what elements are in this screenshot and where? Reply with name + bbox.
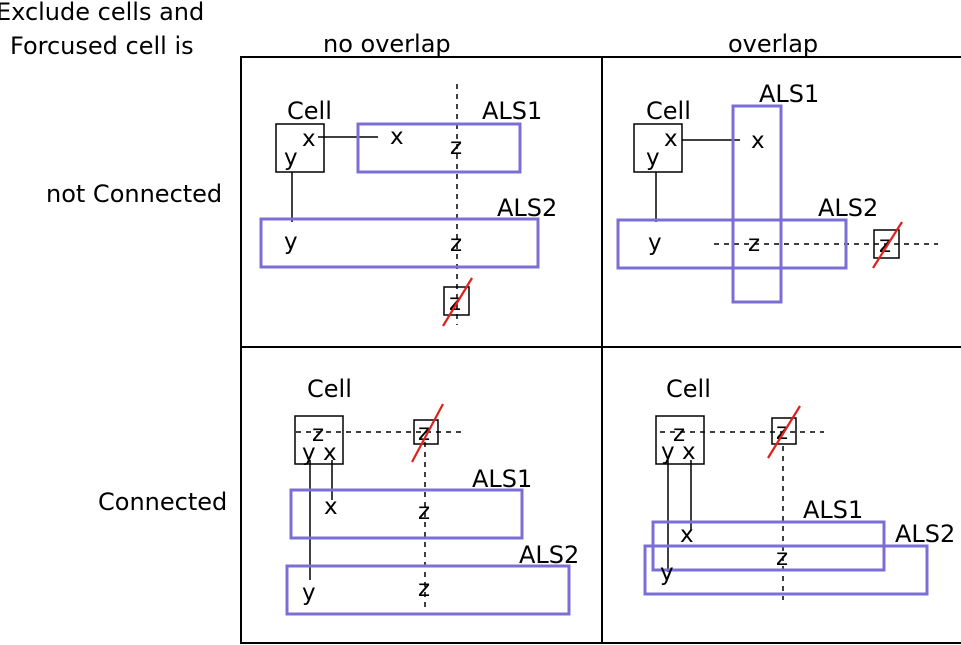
excluded-strike: [872, 221, 903, 269]
variable-y: y: [284, 229, 298, 255]
variable-z: z: [312, 421, 324, 447]
panel-connected-overlap: Cell z y x z ALS1 x ALS2 y z: [643, 375, 955, 600]
cell-label: Cell: [666, 375, 711, 403]
excluded-cell: [771, 417, 797, 445]
variable-z: z: [418, 499, 430, 525]
row-header-not-connected: not Connected: [46, 180, 222, 208]
variable-z: z: [450, 231, 462, 257]
als2-box: [259, 217, 540, 269]
corner-label-line1: Exclude cells and: [0, 0, 204, 26]
als2-label: ALS2: [818, 194, 878, 222]
als1-label: ALS1: [482, 97, 542, 125]
variable-x: x: [302, 126, 316, 152]
als1-label: ALS1: [472, 465, 532, 493]
als1-label: ALS1: [759, 80, 819, 108]
column-header-overlap: overlap: [728, 30, 818, 58]
variable-x: x: [751, 128, 765, 154]
panel-not-connected-overlap: Cell x y ALS1 x ALS2 y z z: [616, 80, 938, 304]
variable-x: x: [323, 440, 337, 466]
cell-label: Cell: [307, 375, 352, 403]
panel-connected-no-overlap: Cell z y x z ALS1 x z ALS2 y z: [285, 375, 579, 616]
variable-y: y: [660, 560, 674, 586]
als2-label: ALS2: [519, 541, 579, 569]
excluded-strike: [411, 403, 444, 463]
variable-z: z: [748, 231, 760, 257]
variable-z: z: [450, 134, 462, 160]
column-header-no-overlap: no overlap: [323, 30, 451, 58]
als2-box: [643, 544, 929, 596]
row-header-connected: Connected: [98, 488, 227, 516]
variable-x: x: [324, 494, 338, 520]
variable-x: x: [682, 439, 696, 465]
variable-x: x: [390, 124, 404, 150]
excluded-cell: [413, 419, 439, 445]
als1-label: ALS1: [803, 496, 863, 524]
als1-box: [289, 488, 524, 540]
variable-x: x: [680, 522, 694, 548]
als1-box: [356, 122, 522, 174]
grid-frame: [240, 56, 961, 644]
excluded-cell: [873, 229, 900, 259]
focused-cell: [655, 415, 705, 465]
corner-label-line2: Forcused cell is: [10, 32, 194, 60]
variable-z: z: [673, 421, 685, 447]
als2-label: ALS2: [497, 194, 557, 222]
excluded-strike: [442, 277, 473, 327]
variable-y: y: [302, 440, 316, 466]
variable-y: y: [284, 145, 298, 171]
focused-cell: [294, 415, 344, 465]
variable-y: y: [661, 439, 675, 465]
focused-cell: [275, 123, 325, 173]
variable-z: z: [418, 420, 430, 446]
focused-cell: [633, 123, 683, 173]
als1-box: [731, 104, 783, 304]
variable-y: y: [648, 230, 662, 256]
variable-x: x: [664, 126, 678, 152]
excluded-cell: [443, 286, 470, 316]
cell-label: Cell: [646, 97, 691, 125]
als2-box: [285, 564, 571, 616]
excluded-strike: [767, 405, 801, 459]
cell-label: Cell: [287, 97, 332, 125]
variable-y: y: [302, 580, 316, 606]
als2-label: ALS2: [895, 520, 955, 548]
variable-z: z: [776, 545, 788, 571]
variable-y: y: [646, 145, 660, 171]
als2-box: [616, 218, 848, 270]
panel-not-connected-no-overlap: Cell x y ALS1 x z ALS2 y z z: [259, 84, 557, 327]
variable-z: z: [879, 232, 891, 258]
variable-z: z: [418, 576, 430, 602]
